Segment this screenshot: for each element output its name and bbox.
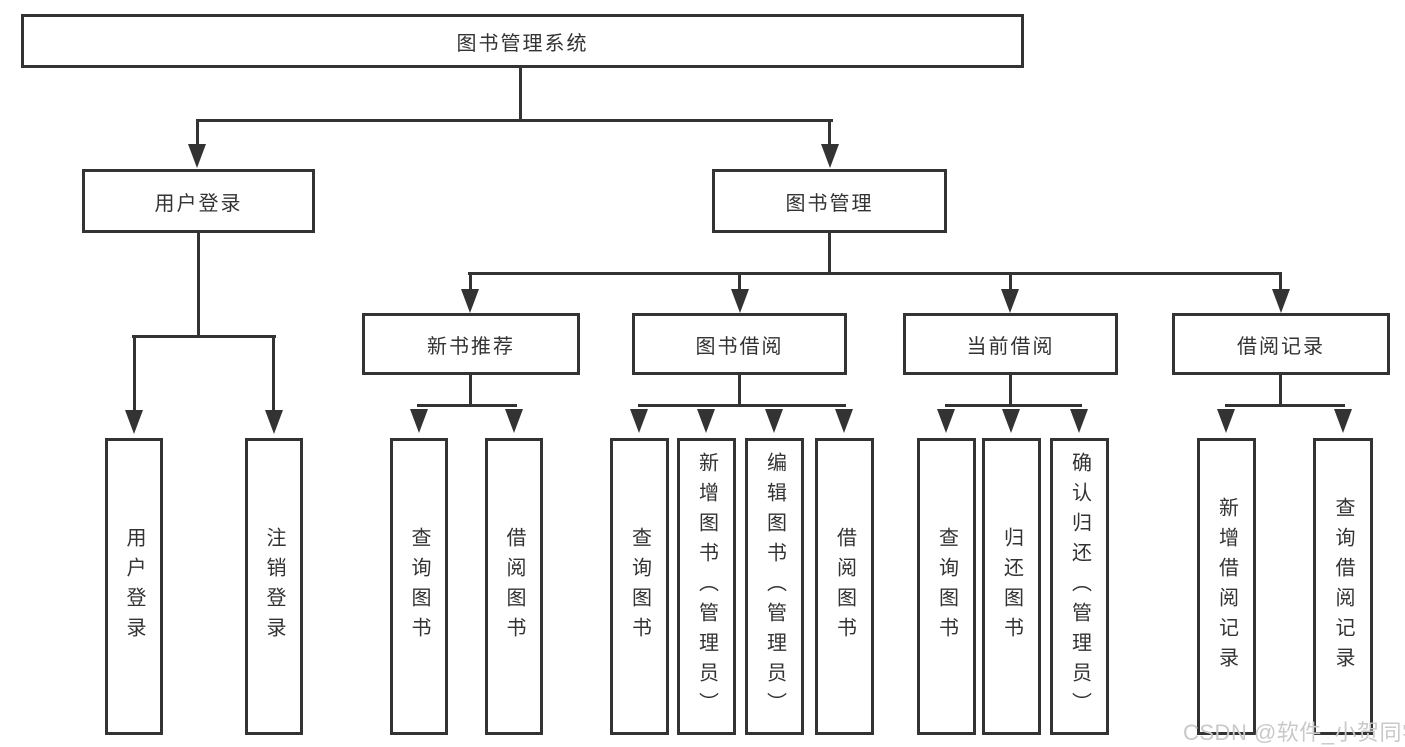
- leaf-borrow-books-recommend: 借阅图书: [485, 438, 543, 735]
- arrowhead-down-icon: [1070, 409, 1088, 433]
- node-root-system: 图书管理系统: [21, 14, 1024, 68]
- arrowhead-down-icon: [461, 289, 479, 313]
- arrowhead-down-icon: [1002, 409, 1020, 433]
- leaf-label: 新增图书（管理员）: [695, 451, 718, 722]
- connector-split: [638, 404, 846, 407]
- node-current-borrowing-label: 当前借阅: [966, 335, 1055, 358]
- arrowhead-down-icon: [821, 144, 839, 168]
- connector-stem: [133, 335, 136, 412]
- arrowhead-down-icon: [1272, 289, 1290, 313]
- connector-book-mgmt-split: [468, 272, 1282, 275]
- connector-root-stem: [519, 66, 522, 121]
- node-book-borrowing: 图书借阅: [632, 313, 847, 375]
- connector-stem: [1279, 375, 1282, 407]
- connector-user-login-stem: [197, 233, 200, 337]
- node-book-management: 图书管理: [712, 169, 947, 233]
- node-book-management-label: 图书管理: [785, 192, 874, 215]
- node-book-borrowing-label: 图书借阅: [695, 335, 784, 358]
- connector-split: [1225, 404, 1345, 407]
- connector-stem: [1279, 272, 1282, 292]
- leaf-query-books-recommend: 查询图书: [390, 438, 448, 735]
- leaf-query-books-borrowing: 查询图书: [610, 438, 669, 735]
- connector-split: [417, 404, 517, 407]
- connector-stem: [738, 272, 741, 292]
- connector-stem: [828, 119, 831, 149]
- arrowhead-down-icon: [937, 409, 955, 433]
- arrowhead-down-icon: [1334, 409, 1352, 433]
- leaf-query-books-current: 查询图书: [917, 438, 976, 735]
- node-user-login-label: 用户登录: [154, 192, 243, 215]
- arrowhead-down-icon: [731, 289, 749, 313]
- node-borrowing-records: 借阅记录: [1172, 313, 1390, 375]
- connector-stem: [469, 375, 472, 407]
- leaf-label: 借阅图书: [503, 526, 525, 647]
- node-new-book-recommend: 新书推荐: [362, 313, 580, 375]
- connector-stem: [1009, 375, 1012, 407]
- leaf-label: 新增借阅记录: [1215, 496, 1238, 677]
- leaf-label: 查询图书: [935, 526, 958, 647]
- leaf-label: 借阅图书: [833, 526, 856, 647]
- arrowhead-down-icon: [188, 144, 206, 168]
- leaf-label: 查询借阅记录: [1332, 496, 1354, 677]
- node-borrowing-records-label: 借阅记录: [1237, 335, 1325, 358]
- connector-stem: [738, 375, 741, 407]
- arrowhead-down-icon: [410, 409, 428, 433]
- leaf-label: 查询图书: [628, 526, 651, 647]
- node-root-label: 图书管理系统: [456, 32, 589, 55]
- connector-root-split: [196, 119, 833, 122]
- leaf-label: 编辑图书（管理员）: [763, 451, 786, 722]
- arrowhead-down-icon: [125, 410, 143, 434]
- csdn-watermark: CSDN @软件_小贺同学: [1183, 720, 1405, 745]
- arrowhead-down-icon: [765, 409, 783, 433]
- arrowhead-down-icon: [835, 409, 853, 433]
- leaf-user-login: 用户登录: [105, 438, 163, 735]
- leaf-confirm-return-admin: 确认归还（管理员）: [1050, 438, 1109, 735]
- connector-split: [945, 404, 1082, 407]
- connector-book-mgmt-stem: [828, 233, 831, 275]
- leaf-label: 查询图书: [408, 526, 430, 647]
- leaf-query-borrow-record: 查询借阅记录: [1313, 438, 1373, 735]
- node-current-borrowing: 当前借阅: [903, 313, 1118, 375]
- leaf-label: 注销登录: [263, 526, 285, 647]
- connector-stem: [196, 119, 199, 149]
- arrowhead-down-icon: [697, 409, 715, 433]
- leaf-logout: 注销登录: [245, 438, 303, 735]
- connector-stem: [1009, 272, 1012, 292]
- leaf-add-borrow-record: 新增借阅记录: [1197, 438, 1256, 735]
- arrowhead-down-icon: [1001, 289, 1019, 313]
- node-new-book-recommend-label: 新书推荐: [427, 335, 515, 358]
- node-user-login: 用户登录: [82, 169, 315, 233]
- leaf-label: 用户登录: [123, 526, 145, 647]
- arrowhead-down-icon: [630, 409, 648, 433]
- arrowhead-down-icon: [1217, 409, 1235, 433]
- connector-stem: [469, 272, 472, 292]
- leaf-add-books-admin: 新增图书（管理员）: [677, 438, 736, 735]
- arrowhead-down-icon: [505, 409, 523, 433]
- connector-user-login-split: [132, 335, 276, 338]
- connector-stem: [272, 335, 275, 412]
- leaf-label: 确认归还（管理员）: [1068, 451, 1091, 722]
- leaf-borrow-books: 借阅图书: [815, 438, 874, 735]
- leaf-return-books: 归还图书: [982, 438, 1041, 735]
- arrowhead-down-icon: [265, 410, 283, 434]
- leaf-edit-books-admin: 编辑图书（管理员）: [745, 438, 804, 735]
- leaf-label: 归还图书: [1000, 526, 1023, 647]
